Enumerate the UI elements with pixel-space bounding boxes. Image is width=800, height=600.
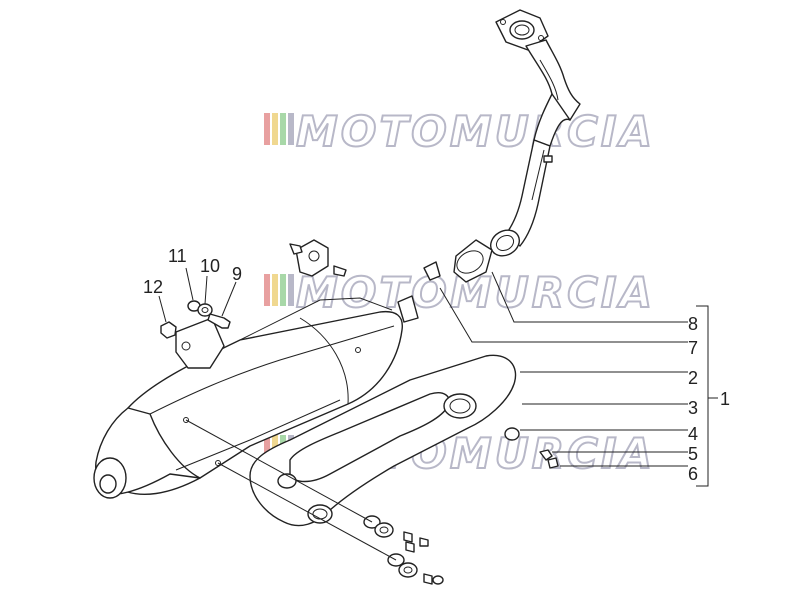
callout-1: 1: [720, 389, 730, 409]
watermark-top: MOTOMURCIA: [264, 106, 655, 157]
exhaust-downpipe: [489, 9, 581, 257]
callout-12: 12: [143, 277, 163, 297]
leader-lines: [158, 267, 718, 561]
callout-4: 4: [688, 424, 698, 444]
muffler: [93, 239, 441, 499]
callout-10: 10: [200, 256, 220, 276]
gasket-sleeve: [453, 239, 493, 283]
hardware: [160, 243, 559, 585]
callout-2: 2: [688, 368, 698, 388]
callout-8: 8: [688, 314, 698, 334]
callout-5: 5: [688, 444, 698, 464]
callout-7: 7: [688, 338, 698, 358]
watermark-text: MOTOMURCIA: [296, 107, 655, 156]
callout-6: 6: [688, 464, 698, 484]
callout-11: 11: [168, 246, 187, 266]
callout-3: 3: [688, 398, 698, 418]
callout-9: 9: [232, 264, 242, 284]
